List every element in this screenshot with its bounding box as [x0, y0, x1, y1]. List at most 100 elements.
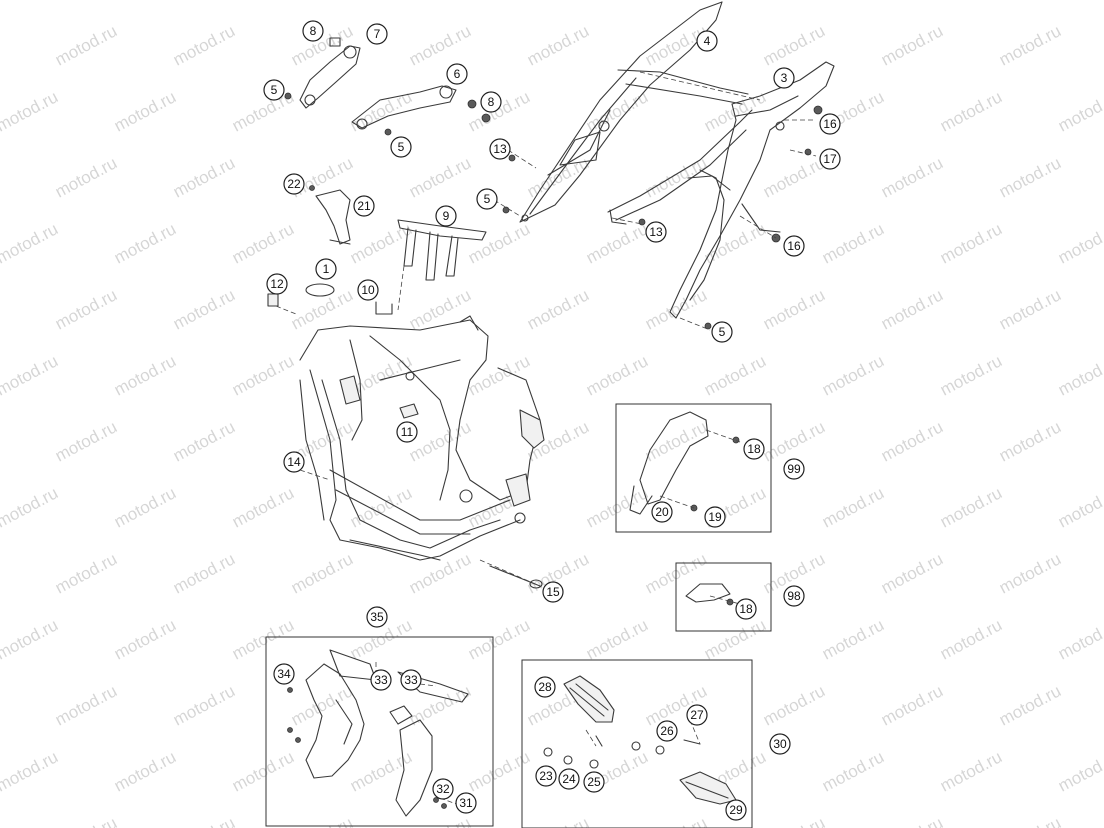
callout-25[interactable]: 25 [583, 771, 605, 793]
callout-8-a-label: 8 [310, 24, 317, 38]
watermark-text: motod.ru [642, 813, 710, 828]
callout-14[interactable]: 14 [283, 451, 305, 473]
watermark-text: motod.ru [819, 219, 887, 267]
callout-5-b[interactable]: 5 [390, 136, 412, 158]
callout-5-a[interactable]: 5 [263, 79, 285, 101]
callout-12[interactable]: 12 [266, 273, 288, 295]
callout-23-label: 23 [539, 769, 553, 783]
callout-34[interactable]: 34 [273, 663, 295, 685]
watermark-text: motod.ru [52, 813, 120, 828]
callout-26[interactable]: 26 [656, 720, 678, 742]
watermark-text: motod.ru [0, 153, 2, 201]
callout-1[interactable]: 1 [315, 258, 337, 280]
callout-22[interactable]: 22 [283, 173, 305, 195]
watermark-text: motod.ru [465, 615, 533, 663]
watermark-text: motod.ru [996, 153, 1064, 201]
callout-9-label: 9 [443, 209, 450, 223]
callout-99[interactable]: 99 [783, 458, 805, 480]
callout-25-label: 25 [587, 775, 601, 789]
watermark-text: motod.ru [465, 351, 533, 399]
callout-27[interactable]: 27 [686, 704, 708, 726]
callout-22-label: 22 [287, 177, 301, 191]
callout-24[interactable]: 24 [558, 768, 580, 790]
watermark-text: motod.ru [760, 813, 828, 828]
callout-34-label: 34 [277, 667, 291, 681]
callout-8-a[interactable]: 8 [302, 20, 324, 42]
callout-4[interactable]: 4 [696, 30, 718, 52]
watermark-text: motod.ru [937, 615, 1005, 663]
callout-18-b[interactable]: 18 [735, 598, 757, 620]
watermark-text: motod.ru [996, 681, 1064, 729]
callout-13-a[interactable]: 13 [489, 138, 511, 160]
watermark-text: motod.ru [878, 681, 946, 729]
callout-8-b[interactable]: 8 [480, 91, 502, 113]
callout-17-label: 17 [823, 152, 837, 166]
callout-12-label: 12 [270, 277, 284, 291]
watermark-text: motod.ru [583, 351, 651, 399]
watermark-text: motod.ru [996, 549, 1064, 597]
callout-32[interactable]: 32 [432, 778, 454, 800]
watermark-text: motod.ru [406, 153, 474, 201]
callout-98[interactable]: 98 [783, 585, 805, 607]
callout-26-label: 26 [660, 724, 674, 738]
watermark-text: motod.ru [0, 87, 61, 135]
watermark-text: motod.ru [111, 483, 179, 531]
callout-19[interactable]: 19 [704, 506, 726, 528]
callout-33-a[interactable]: 33 [370, 669, 392, 691]
watermark-text: motod.ru [937, 219, 1005, 267]
callout-5-d[interactable]: 5 [711, 321, 733, 343]
watermark-text: motod.ru [1055, 747, 1104, 795]
callout-20-label: 20 [655, 505, 669, 519]
watermark-text: motod.ru [52, 153, 120, 201]
callout-18-a[interactable]: 18 [743, 438, 765, 460]
watermark-text: motod.ru [1055, 615, 1104, 663]
watermark-text: motod.ru [819, 483, 887, 531]
callout-29[interactable]: 29 [725, 799, 747, 821]
callout-23[interactable]: 23 [535, 765, 557, 787]
watermark-text: motod.ru [642, 417, 710, 465]
callout-5-c[interactable]: 5 [476, 188, 498, 210]
watermark-text: motod.ru [170, 813, 238, 828]
callout-10[interactable]: 10 [357, 279, 379, 301]
callout-20[interactable]: 20 [651, 501, 673, 523]
callout-9[interactable]: 9 [435, 205, 457, 227]
callout-6[interactable]: 6 [446, 63, 468, 85]
callout-28[interactable]: 28 [534, 676, 556, 698]
callout-16-a[interactable]: 16 [819, 113, 841, 135]
callout-11[interactable]: 11 [396, 421, 418, 443]
watermark-text: motod.ru [701, 615, 769, 663]
watermark-text: motod.ru [937, 747, 1005, 795]
callout-13-b[interactable]: 13 [645, 221, 667, 243]
callout-32-label: 32 [436, 782, 450, 796]
watermark-text: motod.ru [170, 21, 238, 69]
callout-21[interactable]: 21 [353, 195, 375, 217]
watermark-text: motod.ru [701, 351, 769, 399]
watermark-text: motod.ru [52, 417, 120, 465]
callout-35-label: 35 [370, 610, 384, 624]
callout-16-b[interactable]: 16 [783, 235, 805, 257]
watermark-text: motod.ru [52, 285, 120, 333]
callout-33-b[interactable]: 33 [400, 669, 422, 691]
callout-31-label: 31 [459, 796, 473, 810]
callout-7[interactable]: 7 [366, 23, 388, 45]
callout-31[interactable]: 31 [455, 792, 477, 814]
callout-3[interactable]: 3 [773, 67, 795, 89]
watermark-text: motod.ru [760, 285, 828, 333]
watermark-text: motod.ru [0, 21, 2, 69]
callout-35[interactable]: 35 [366, 606, 388, 628]
watermark-text: motod.ru [583, 483, 651, 531]
callout-17[interactable]: 17 [819, 148, 841, 170]
watermark-text: motod.ru [0, 813, 2, 828]
watermark-text: motod.ru [760, 153, 828, 201]
watermark-text: motod.ru [1055, 87, 1104, 135]
callout-5-c-label: 5 [484, 192, 491, 206]
callout-7-label: 7 [374, 27, 381, 41]
watermark-text: motod.ru [819, 747, 887, 795]
box-frame-guards-35 [265, 636, 494, 827]
watermark-text: motod.ru [878, 549, 946, 597]
watermark-text: motod.ru [347, 747, 415, 795]
watermark-text: motod.ru [0, 747, 61, 795]
callout-30[interactable]: 30 [769, 733, 791, 755]
callout-15[interactable]: 15 [542, 581, 564, 603]
callout-28-label: 28 [538, 680, 552, 694]
